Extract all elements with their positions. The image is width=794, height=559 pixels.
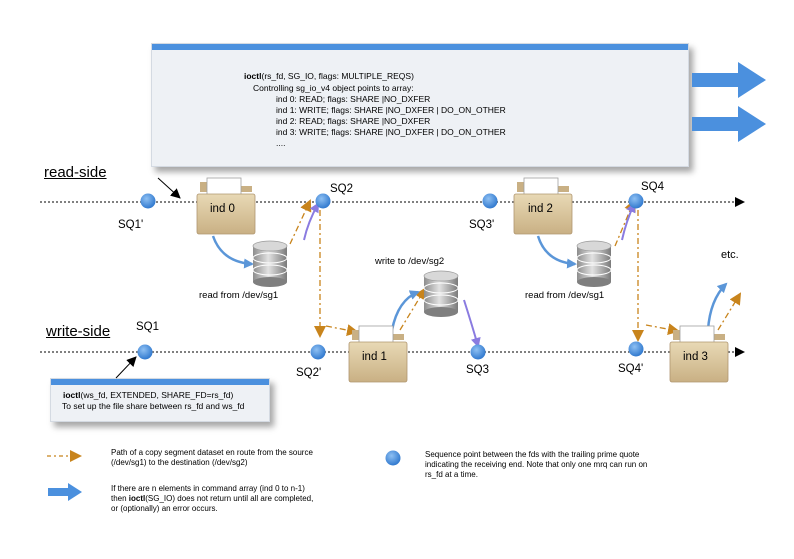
share-description: To set up the file share between rs_fd a… [62,401,245,411]
blue-block-arrow-lower [692,106,766,142]
write-side-label: write-side [46,323,111,340]
blue-curve-ind3-to-etc [706,282,728,331]
sequence-dot-sq4-prime [628,341,644,357]
ioctl-item-0: ind 0: READ; flags: SHARE |NO_DXFER [276,94,431,104]
box-header-bar [152,44,688,50]
sequence-dot-sq1 [137,344,153,360]
purple-arrow-to-sq3 [463,299,481,348]
etc-label: etc. [721,249,739,261]
ioctl-keyword: ioctl [244,71,262,81]
legend-blue-arrow-icon [48,483,82,501]
purple-arrow-to-sq2 [303,202,319,241]
legend-blue-arrow-line2-post: (SG_IO) does not return until all are co… [145,494,314,503]
disk-icon-sg1-second [576,240,612,287]
ioctl-call-line: ioctl(rs_fd, SG_IO, flags: MULTIPLE_REQS… [244,71,414,82]
copy-path-disk3-to-sq4 [614,199,636,247]
copy-path-to-ind3 [645,323,680,336]
share-ioctl-args: (ws_fd, EXTENDED, SHARE_FD=rs_fd) [80,390,234,400]
disk-icon-sg1-first [252,240,288,287]
copy-path-arrows [289,199,742,342]
sq3-label: SQ3 [466,364,490,376]
legend-blue-arrow-line2-bold: ioctl [128,494,146,503]
copy-path-disk1-to-sq2 [289,199,312,245]
ioctl-item-1: ind 1: WRITE; flags: SHARE |NO_DXFER | D… [276,105,506,115]
copy-path-ind1-to-disk2 [399,287,427,331]
ioctl-item-3: ind 3: WRITE; flags: SHARE |NO_DXFER | D… [276,127,506,137]
box-header-bar [51,379,269,385]
ind2-label: ind 2 [528,203,553,215]
ioctl-read-box: ioctl(rs_fd, SG_IO, flags: MULTIPLE_REQS… [151,43,689,167]
sq2-prime-label: SQ2' [296,367,322,379]
sequence-dot-sq4 [628,193,644,209]
ioctl-args: (rs_fd, SG_IO, flags: MULTIPLE_REQS) [261,71,414,81]
legend-blue-arrow-line2: then ioctl(SG_IO) does not return until … [111,494,361,504]
sq1-label: SQ1 [136,321,160,333]
sq4-label: SQ4 [641,181,665,193]
copy-path-to-ind1 [325,324,359,336]
sequence-dot-sq3-prime [482,193,498,209]
legend-blue-arrow-line2-pre: then [111,494,129,503]
folder-icon-ind3 [669,325,729,383]
blue-curve-ind1-to-disk2 [390,290,420,331]
share-ioctl-keyword: ioctl [63,390,81,400]
sq1-prime-label: SQ1' [118,219,144,231]
write-start-arrow [115,356,137,379]
copy-path-ind3-up [717,292,742,331]
disk-icon-sg2 [423,270,459,317]
read-side-label: read-side [44,164,107,181]
sequence-dot-sq3 [470,344,486,360]
ioctl-description: Controlling sg_io_v4 object points to ar… [253,83,414,93]
ind0-label: ind 0 [210,203,235,215]
write-sg2-label: write to /dev/sg2 [375,256,445,267]
sq4-prime-label: SQ4' [618,363,644,375]
read-start-arrow [157,177,181,199]
share-call-line: ioctl(ws_fd, EXTENDED, SHARE_FD=rs_fd) [63,390,233,401]
folder-icon-ind0 [196,177,256,235]
blue-curve-ind0-to-disk1 [211,235,254,269]
blue-block-arrow-upper [692,62,766,98]
legend-sequence-dot-icon [385,450,401,466]
ioctl-item-more: .... [276,138,286,148]
sequence-dot-sq2 [315,193,331,209]
sq3-prime-label: SQ3' [469,219,495,231]
legend-sequence-point-text: Sequence point between the fds with the … [425,450,648,479]
folder-icon-ind1 [348,325,408,383]
read-sg1-first-label: read from /dev/sg1 [199,290,279,301]
ind3-label: ind 3 [683,351,708,363]
ioctl-write-box: ioctl(ws_fd, EXTENDED, SHARE_FD=rs_fd) T… [50,378,270,422]
blue-curve-ind2-to-disk3 [536,235,577,269]
legend-copy-path-text: Path of a copy segment dataset en route … [111,448,313,467]
purple-arrow-to-sq4 [621,202,636,241]
sequence-dot-sq2-prime [310,344,326,360]
legend-blue-arrow-line3: or (optionally) an error occurs. [111,504,218,513]
ioctl-item-2: ind 2: READ; flags: SHARE |NO_DXFER [276,116,431,126]
ind1-label: ind 1 [362,351,387,363]
read-sg1-second-label: read from /dev/sg1 [525,290,605,301]
sq2-label: SQ2 [330,183,354,195]
legend-blue-arrow-text: If there are n elements in command array… [111,484,361,514]
folder-icon-ind2 [513,177,573,235]
legend-blue-arrow-line1: If there are n elements in command array… [111,484,305,493]
sequence-dot-sq1-prime [140,193,156,209]
